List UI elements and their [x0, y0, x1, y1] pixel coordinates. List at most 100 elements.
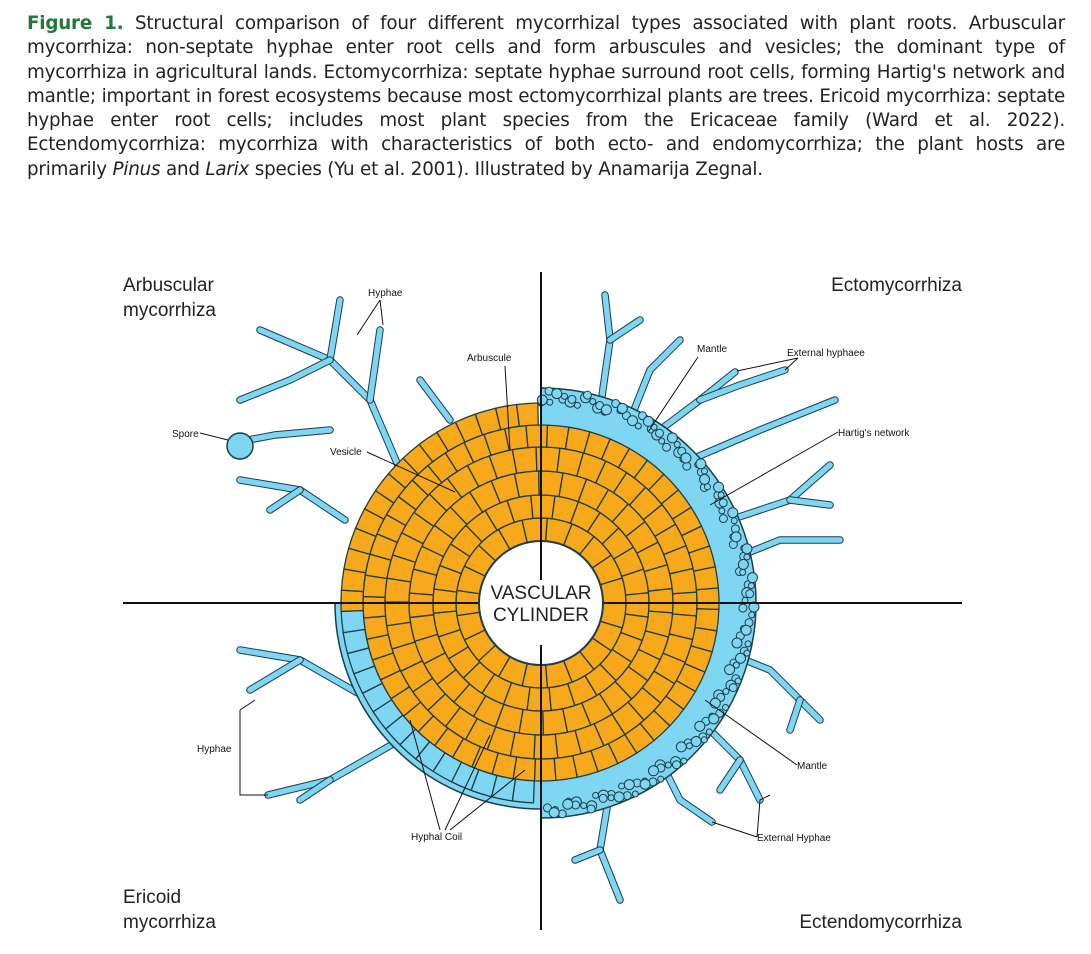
mantle-cell [745, 589, 755, 599]
label-hyphae-top: Hyphae [368, 288, 403, 299]
mantle-cell [658, 437, 666, 445]
mantle-cell [685, 742, 693, 750]
label-external-hyphaee: External hyphaee [787, 348, 865, 359]
mantle-cell [744, 640, 752, 648]
mantle-cell [708, 713, 720, 725]
caption-italic: Larix [205, 158, 250, 180]
root-cell [362, 595, 387, 619]
label-mantle-top: Mantle [697, 344, 727, 355]
hypha [257, 327, 403, 473]
mantle-cell [546, 398, 554, 406]
mantle-cell [666, 432, 678, 444]
hypha [237, 357, 333, 403]
hypha [297, 777, 333, 803]
mantle-cell [573, 401, 581, 409]
root-cell [526, 686, 552, 712]
mantle-cell [680, 757, 688, 765]
quadrant-label-arbuscular: mycorrhiza [123, 300, 216, 321]
quadrant-label-ecto: Ectomycorrhiza [831, 275, 962, 296]
root-cell [362, 615, 389, 640]
mantle-cell [634, 422, 642, 430]
mantle-cell [642, 415, 654, 427]
root-cell [384, 601, 412, 627]
mantle-cell [582, 390, 592, 400]
hypha [245, 427, 333, 443]
quadrant-label-arbuscular: Arbuscular [123, 275, 214, 296]
root-cell [513, 470, 540, 498]
caption-text: species (Yu et al. 2001). Illustrated by… [249, 158, 763, 180]
mantle-cell [746, 572, 758, 584]
mantle-cell [705, 728, 713, 736]
mantle-cell [748, 611, 756, 619]
mantle-cell [664, 761, 672, 769]
mantle-cell [586, 804, 596, 814]
hyphae-group [226, 291, 844, 904]
root-cell [647, 587, 674, 614]
root-cell [515, 402, 539, 427]
mantle-cell [673, 441, 681, 449]
hypha [267, 487, 303, 513]
mantle-cell [680, 452, 692, 464]
label-spore: Spore [172, 429, 199, 440]
caption-text: and [160, 158, 206, 180]
mantle-cell [592, 791, 600, 799]
root-cell [533, 733, 559, 760]
mantle-cell [743, 553, 751, 561]
root-cell [535, 446, 561, 473]
label-external-hyphae: External Hyphae [757, 833, 831, 844]
figure-caption: Figure 1. Structural comparison of four … [27, 12, 1065, 182]
spore [226, 432, 254, 460]
mantle-cell [690, 736, 702, 748]
mantle-cell [626, 415, 638, 427]
mantle-cell [713, 481, 725, 493]
root-cell [553, 755, 578, 782]
hypha [607, 317, 643, 343]
root-cell [530, 494, 556, 520]
mantle-cell [740, 624, 752, 636]
mantle-cell [717, 491, 725, 499]
figure-label: Figure 1. [27, 13, 124, 34]
mantle-cell [718, 514, 728, 524]
mantle-cell [589, 398, 597, 406]
mantle-cell [562, 798, 574, 810]
mantle-cell [675, 741, 687, 753]
caption-text: Structural comparison of four different … [27, 13, 1065, 180]
mantle-cell [631, 790, 639, 798]
mantle-cell [567, 394, 577, 404]
mantle-cell [548, 807, 560, 819]
mantle-cell [639, 778, 651, 790]
root-cell [408, 592, 435, 619]
label-hyphal-coil: Hyphal Coil [411, 832, 462, 843]
mantle-cell [657, 775, 665, 783]
mantle-cell [741, 543, 753, 555]
mantle-cell [730, 517, 738, 525]
mantle-cell [700, 736, 708, 744]
hypha [787, 497, 833, 508]
mantle-cell [616, 402, 628, 414]
mantle-cell [732, 661, 740, 669]
mantle-cell [718, 498, 728, 508]
hypha [417, 377, 453, 423]
mantle-cell [722, 687, 730, 695]
mantle-cell [718, 507, 726, 515]
hypha [572, 847, 603, 863]
hypha [787, 697, 803, 733]
mantle-cell [703, 483, 711, 491]
mantle-cell [734, 652, 746, 664]
mantle-cell [536, 394, 548, 406]
root-cell [340, 609, 366, 634]
hypha [697, 367, 788, 403]
mantle-cell [737, 558, 749, 570]
mantle-cell [600, 404, 612, 416]
mantle-cell [647, 765, 659, 777]
mantle-cell [738, 603, 748, 613]
mantle-cell [728, 683, 738, 693]
annotation-labels: Hyphae Arbuscule Spore Vesicle Mantle Ex… [172, 288, 910, 844]
label-arbuscule: Arbuscule [467, 353, 512, 364]
root-cell [521, 517, 549, 544]
mantle-cell [700, 467, 708, 475]
hypha [627, 337, 683, 423]
hypha [687, 397, 838, 463]
mantle-cell [672, 760, 682, 770]
